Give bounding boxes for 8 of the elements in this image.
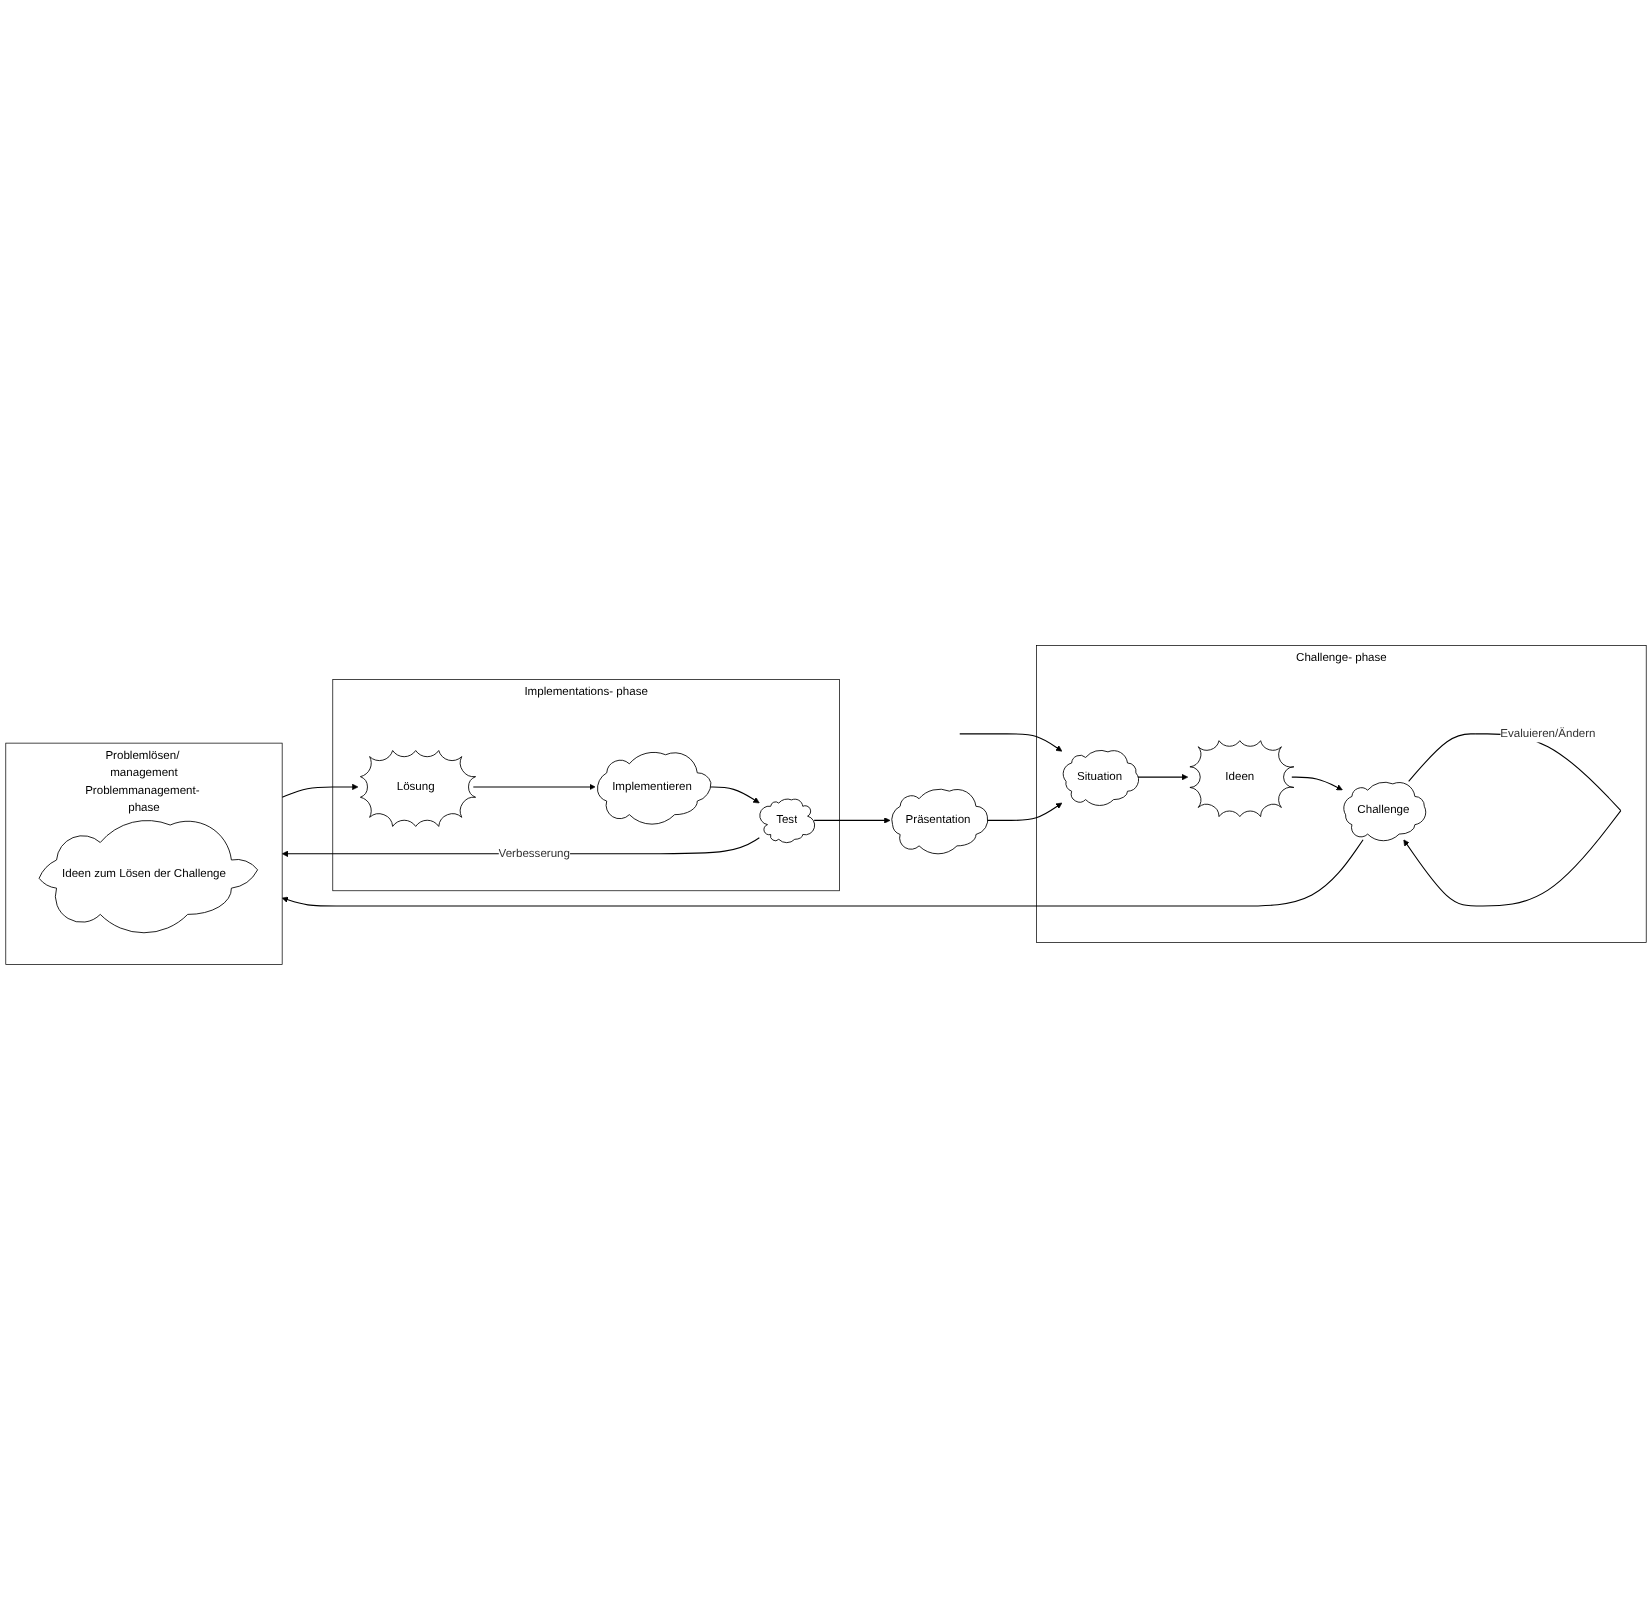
arrow — [813, 817, 891, 824]
arrow — [959, 733, 1063, 752]
arrow — [281, 783, 359, 798]
arrow — [1136, 773, 1189, 781]
arrow — [472, 783, 596, 791]
arrow — [985, 802, 1063, 821]
arrow — [1291, 776, 1343, 791]
arrow — [708, 786, 760, 804]
